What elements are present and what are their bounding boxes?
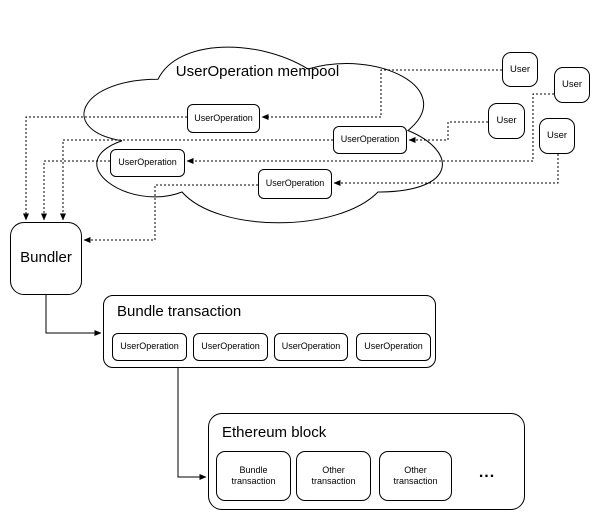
more-transactions-ellipsis: ... [478,464,496,481]
user-node-4: User [539,118,575,154]
bundle-useroperation-node-4: UserOperation [356,333,431,361]
ethereum-other-transaction-node-2: Other transaction [379,451,452,501]
mempool-useroperation-node-3: UserOperation [258,169,332,199]
connector-operation2-to-bundler [41,160,110,221]
connector-operation3-to-bundler [83,184,258,243]
bundle-useroperation-node-1: UserOperation [112,333,187,361]
mempool-title: UserOperation mempool [175,63,340,80]
bundler-node: Bundler [10,222,82,295]
connector-bundler-to-bundle-transaction [45,295,102,336]
user-node-1: User [502,52,538,87]
bundle-transaction-title: Bundle transaction [117,303,242,320]
user-node-2: User [554,67,590,103]
ethereum-bundle-transaction-node: Bundle transaction [216,451,291,501]
connector-bundle-transaction-to-ethereum-block [177,368,207,480]
mempool-useroperation-node-1: UserOperation [187,104,260,133]
bundle-useroperation-node-2: UserOperation [193,333,268,361]
user-node-3: User [488,103,525,139]
connector-user4-to-operation3 [333,154,559,186]
mempool-useroperation-node-4: UserOperation [333,126,407,154]
ethereum-block-container: Ethereum block Bundle transaction Other … [208,413,525,510]
mempool-useroperation-node-2: UserOperation [110,149,185,177]
ethereum-block-title: Ethereum block [222,424,327,441]
bundle-useroperation-node-3: UserOperation [274,333,348,361]
bundle-transaction-container: Bundle transaction UserOperation UserOpe… [103,295,436,368]
ethereum-other-transaction-node-1: Other transaction [296,451,371,501]
connector-user3-to-operation4 [408,121,488,143]
